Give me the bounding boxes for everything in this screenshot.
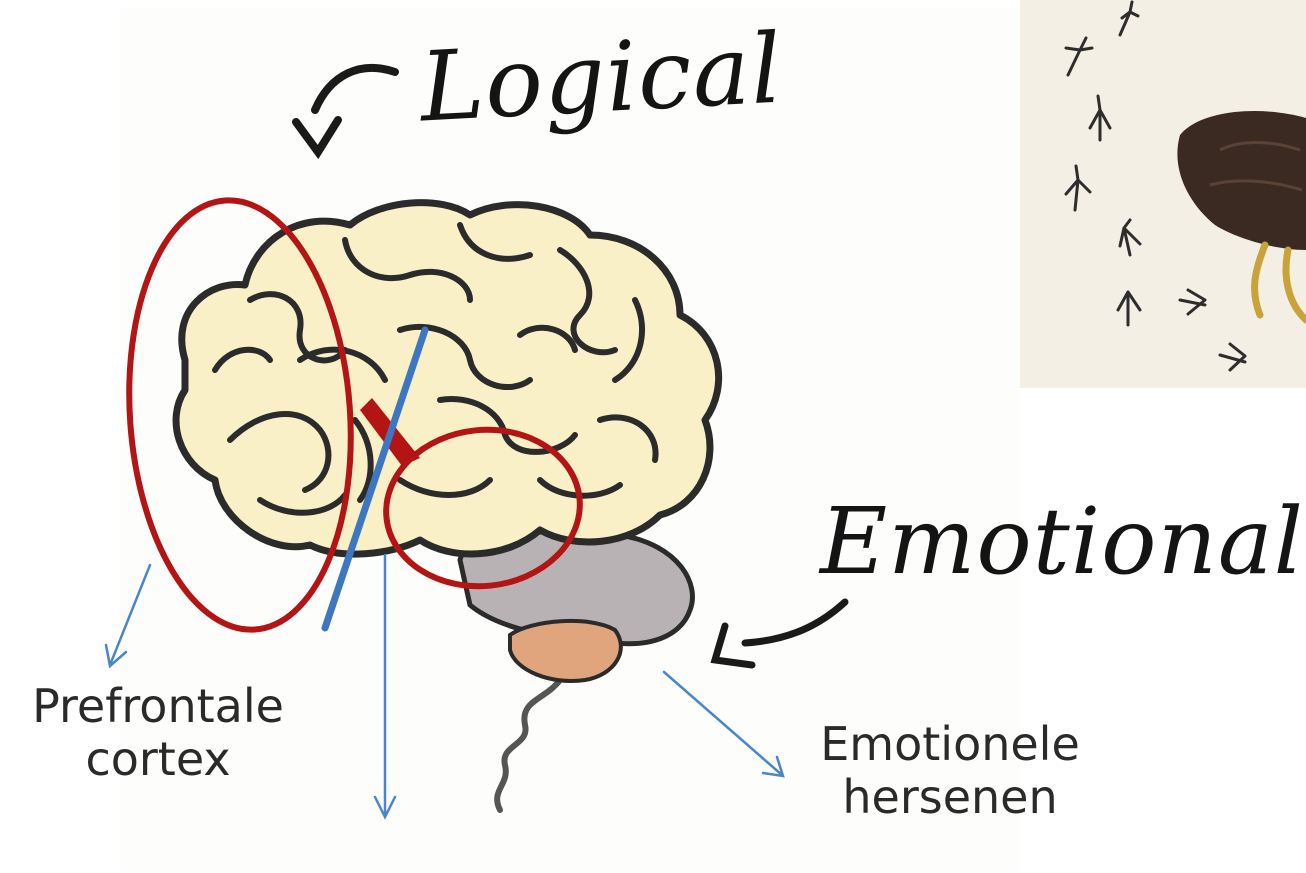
prefrontal-label-line1: Prefrontale (8, 680, 308, 733)
brainstem (497, 680, 560, 810)
prefrontal-label-line2: cortex (8, 733, 308, 786)
logical-curved-arrow (296, 68, 395, 152)
emotional-label-line2: hersenen (795, 771, 1105, 824)
emotional-brain-label: Emotionele hersenen (795, 718, 1105, 824)
bird-photo (1020, 0, 1306, 388)
prefrontal-cortex-label: Prefrontale cortex (8, 680, 308, 786)
bird-legs (1255, 245, 1306, 320)
brainstem-patch (510, 621, 621, 681)
bird-footprints-image (1020, 0, 1306, 388)
emotional-curved-arrow (715, 602, 845, 665)
emotional-label-line1: Emotionele (795, 718, 1105, 771)
prefrontal-pointer (110, 565, 150, 665)
emotional-heading: Emotional (820, 488, 1304, 595)
emotional-pointer (664, 672, 782, 775)
logical-heading: Logical (417, 13, 785, 144)
